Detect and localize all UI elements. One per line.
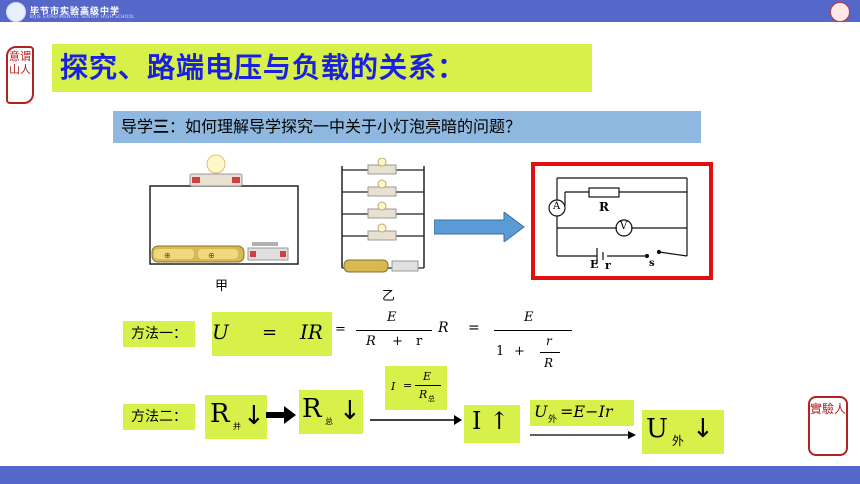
method2-label: 方法二：: [123, 404, 195, 430]
down-arrow-icon: ↓: [692, 414, 714, 444]
step4-rest: =E−Ir: [560, 402, 613, 421]
voltage-symbol: U: [212, 320, 229, 344]
figure-b-label: 乙: [382, 289, 396, 304]
fraction-E-over-R-plus-r: E R + r: [356, 310, 432, 360]
school-name-en: BIJIE EXPERIMENTAL SENIOR HIGH SCHOOL: [30, 14, 135, 19]
fraction2-inner-numerator: r: [546, 334, 552, 348]
equals-sign: =: [262, 322, 278, 343]
svg-text:⊕: ⊕: [164, 251, 171, 260]
step1-box: R 并 ↓: [205, 395, 267, 439]
formula-den-R: R: [419, 388, 428, 401]
fraction1-plus: +: [392, 334, 403, 349]
step5-sub: 外: [672, 434, 685, 448]
question-prefix: 导学: [121, 117, 154, 136]
figure-a-label: 甲: [215, 279, 229, 294]
question-banner: 导学三：如何理解导学探究一中关于小灯泡亮暗的问题？: [113, 111, 701, 143]
ammeter-label: A: [553, 201, 561, 212]
emf-label: E: [590, 258, 599, 271]
header-bar: 毕节市实验高级中学 BIJIE EXPERIMENTAL SENIOR HIGH…: [0, 0, 860, 22]
circuit-schematic: A V R E r s: [531, 162, 713, 280]
fraction2-one: 1: [496, 344, 505, 359]
equals-sign-3: =: [468, 320, 480, 336]
method1-label: 方法一：: [123, 321, 195, 347]
formula-eq: =: [403, 379, 413, 392]
equals-sign-2: =: [335, 322, 346, 337]
fraction1-R: R: [366, 334, 376, 349]
step5-box: U 外 ↓: [642, 410, 724, 454]
fraction2-inner-denominator: R: [544, 356, 554, 370]
fraction1-r: r: [416, 334, 423, 349]
IR-term: IR: [300, 320, 323, 344]
fraction2-numerator: E: [524, 310, 534, 325]
fraction2-inner-bar: [540, 352, 560, 353]
formula-I: I: [391, 380, 396, 393]
step4-box: U 外 =E−Ir: [530, 400, 634, 426]
right-stamp-icon: 實驗人: [808, 396, 848, 456]
step4-U: U: [534, 402, 548, 421]
slide-title: 探究、路端电压与负载的关系：: [52, 44, 592, 92]
svg-text:⊕: ⊕: [208, 251, 215, 260]
step4-sub: 外: [548, 415, 558, 425]
step3-box: I ↑: [464, 405, 520, 443]
question-number: 三: [153, 117, 170, 136]
school-name: 毕节市实验高级中学: [30, 7, 121, 17]
seal-icon: [830, 2, 850, 22]
question-text: ：如何理解导学探究一中关于小灯泡亮暗的问题？: [169, 117, 522, 136]
circuit-figure-b: [341, 158, 425, 273]
method1-formula-box: U = IR: [212, 312, 332, 356]
step1-sub: 并: [233, 422, 241, 431]
fraction2-bar: [494, 330, 572, 331]
formula-numerator: E: [423, 370, 432, 383]
step2-box: R 总 ↓: [299, 390, 363, 434]
fraction1-numerator: E: [387, 310, 397, 325]
internal-resistance-label: r: [605, 259, 611, 272]
step5-U: U: [646, 414, 668, 444]
footer-bar: [0, 466, 860, 484]
fraction-E-over-1-plus-r-over-R: E 1 + r R: [494, 310, 572, 374]
switch-label: s: [649, 258, 655, 269]
voltmeter-label: V: [620, 221, 628, 232]
right-arrow-icon: [266, 406, 296, 424]
step1-R: R: [210, 399, 230, 429]
resistor-label: R: [599, 200, 609, 214]
school-logo: [6, 2, 26, 22]
step2-sub: 总: [325, 417, 333, 426]
R-multiplier: R: [438, 320, 449, 336]
long-arrow-icon: [530, 431, 636, 439]
formula-bar: [415, 385, 441, 386]
left-stamp-icon: 意谓山人: [6, 46, 34, 104]
fraction2-plus: +: [514, 344, 525, 359]
right-arrow-icon: [434, 212, 525, 242]
current-formula-box: I = E R 总: [385, 366, 447, 410]
step3-current-up: I ↑: [472, 407, 510, 435]
down-arrow-icon: ↓: [243, 401, 265, 431]
formula-den-sub: 总: [428, 395, 435, 403]
long-arrow-icon: [370, 415, 462, 425]
circuit-figure-a: ⊕ ⊕: [149, 154, 299, 265]
down-arrow-icon: ↓: [339, 396, 361, 426]
step2-R: R: [302, 394, 322, 424]
fraction1-bar: [356, 330, 432, 331]
